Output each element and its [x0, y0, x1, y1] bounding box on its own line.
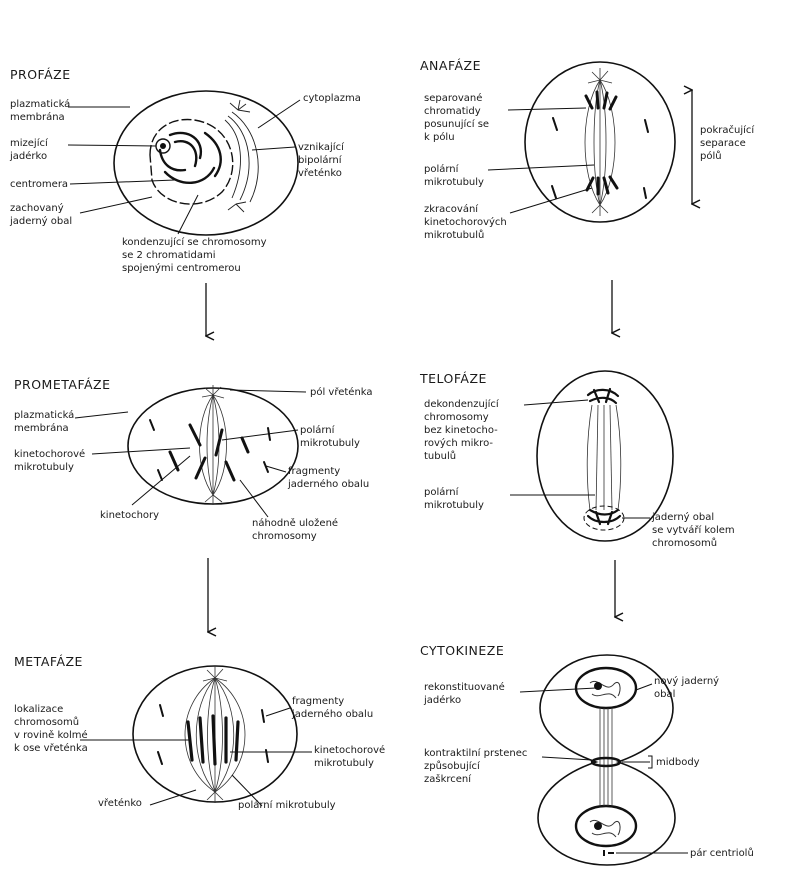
spindle: [200, 385, 227, 505]
label-kinetochores: kinetochory: [100, 510, 159, 521]
panel-metafaze: METAFÁZE: [14, 654, 385, 811]
panel-title: PROMETAFÁZE: [14, 377, 111, 392]
panel-anafaze: ANAFÁZE: [420, 58, 755, 241]
chromosomes: [160, 133, 221, 183]
leader-lines: [80, 708, 312, 806]
flow-arrows: [206, 280, 615, 632]
spindle: [225, 100, 258, 212]
leader-lines: [510, 400, 650, 518]
centrioles: [604, 850, 614, 856]
chromosomes: [170, 425, 248, 480]
envelope-fragments: [150, 420, 270, 480]
label-pole: pól vřeténka: [310, 386, 373, 398]
label-polar-mt: polární mikrotubuly: [238, 799, 336, 811]
label-centrioles: pár centriolů: [690, 847, 754, 859]
label-midbody: midbody: [656, 757, 700, 768]
chromosomes: [188, 716, 238, 764]
panel-profaze: PROFÁZE: [9, 67, 361, 274]
nucleolus: [594, 682, 602, 690]
nucleus-top: [576, 668, 636, 708]
leader-lines: [75, 390, 306, 517]
polar-microtubules: [587, 405, 621, 510]
panel-title: PROFÁZE: [10, 67, 71, 82]
label-cytoplasm: cytoplazma: [303, 93, 361, 104]
panel-title: TELOFÁZE: [419, 371, 487, 386]
panel-title: CYTOKINEZE: [420, 643, 504, 658]
cell-membrane: [114, 91, 298, 235]
chromatids: [586, 92, 617, 194]
panel-cytokineze: CYTOKINEZE rek: [420, 643, 754, 865]
label-spindle: vřeténko: [98, 797, 142, 809]
panel-title: METAFÁZE: [14, 654, 83, 669]
panel-title: ANAFÁZE: [420, 58, 481, 73]
panel-prometafaze: PROMETAFÁZE: [14, 377, 373, 542]
chromosomes-bottom: [588, 510, 620, 524]
chromosomes-top: [588, 389, 618, 403]
label-centromere: centromera: [10, 179, 68, 190]
leader-lines: [488, 108, 594, 213]
spindle: [585, 68, 615, 216]
